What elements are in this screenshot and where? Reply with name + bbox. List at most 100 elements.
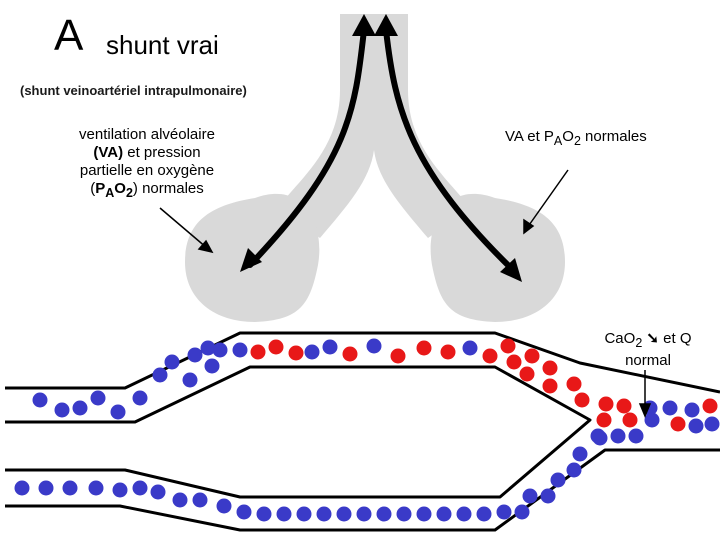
pointer-cao2-head [638,403,652,418]
bronchus-trunk [278,14,470,238]
figure-title: shunt vrai [106,30,219,60]
deoxygenated-blue-cell [572,446,588,462]
pao2-o: O [114,180,126,197]
deoxygenated-blue-cell [164,354,180,370]
deoxygenated-blue-cell [590,428,606,444]
deoxygenated-blue-cell [187,347,203,363]
oxygenated-red-cell [268,339,284,355]
deoxygenated-blue-cell [610,428,626,444]
deoxygenated-blue-cell [316,506,332,522]
deoxygenated-blue-cell [296,506,312,522]
deoxygenated-blue-cell [476,506,492,522]
deoxygenated-blue-cell [376,506,392,522]
annotation-ventilation-line2: et pression [123,144,201,161]
oxygenated-red-cell [670,416,686,432]
airflow-arrow-left [247,27,367,268]
airway [185,14,565,322]
oxygenated-red-cell [440,344,456,360]
oxygenated-red-cell [390,348,406,364]
blood-cells [14,338,720,522]
deoxygenated-blue-cell [212,342,228,358]
deoxygenated-blue-cell [684,402,700,418]
deoxygenated-blue-cell [62,480,78,496]
deoxygenated-blue-cell [336,506,352,522]
arrowhead-down-right [500,258,522,282]
airflow-arrow-right [383,27,518,275]
deoxygenated-blue-cell [322,339,338,355]
deoxygenated-blue-cell [132,390,148,406]
pointer-lines [159,169,652,418]
deoxygenated-blue-cell [182,372,198,388]
oxygenated-red-cell [616,398,632,414]
oxygenated-red-cell [702,398,718,414]
deoxygenated-blue-cell [436,506,452,522]
arrowhead-down-left [240,248,262,272]
annotation-cao2: CaO2 ➘ et Q normal [596,330,700,370]
deoxygenated-blue-cell [112,482,128,498]
deoxygenated-blue-cell [152,367,168,383]
figure-letter: A [54,11,84,60]
oxygenated-red-cell [506,354,522,370]
annotation-va-abbrev: (VA) [93,144,124,161]
oxygenated-red-cell [622,412,638,428]
oxygenated-red-cell [524,348,540,364]
oxygenated-red-cell [500,338,516,354]
annotation-ventilation-line1: ventilation alvéolaire [79,126,215,143]
deoxygenated-blue-cell [204,358,220,374]
oxygenated-red-cell [250,344,266,360]
figure-subtitle: (shunt veinoartériel intrapulmonaire) [20,83,247,98]
deoxygenated-blue-cell [200,340,216,356]
deoxygenated-blue-cell [704,416,720,432]
deoxygenated-blue-cell [132,480,148,496]
cao2-line2: normal [625,352,671,369]
deoxygenated-blue-cell [276,506,292,522]
cao2-text: CaO [604,330,636,347]
deoxygenated-blue-cell [688,418,704,434]
oxygenated-red-cell [288,345,304,361]
cao2-arrow-icon: ➘ [642,330,664,347]
oxygenated-red-cell [519,366,535,382]
deoxygenated-blue-cell [256,506,272,522]
deoxygenated-blue-cell [550,472,566,488]
annotation-ventilation: ventilation alvéolaire (VA) et pression … [62,126,232,202]
right-o: O [562,128,574,145]
deoxygenated-blue-cell [150,484,166,500]
deoxygenated-blue-cell [236,504,252,520]
annotation-ventilation-line3: partielle en oxygène [79,162,215,179]
right-va-text: VA et P [505,128,554,145]
deoxygenated-blue-cell [456,506,472,522]
upper-vessel-outer-wall [5,331,720,394]
oxygenated-red-cell [566,376,582,392]
right-end: normales [580,128,647,145]
pao2-p: P [95,180,106,197]
deoxygenated-blue-cell [38,480,54,496]
pointer-left-line [159,207,208,249]
pointer-right-line [526,169,569,229]
oxygenated-red-cell [342,346,358,362]
pointer-right-head [523,218,535,235]
right-2-sub: 2 [573,134,581,148]
deoxygenated-blue-cell [356,506,372,522]
cao2-rest: et Q [663,330,692,347]
oxygenated-red-cell [598,396,614,412]
deoxygenated-blue-cell [32,392,48,408]
deoxygenated-blue-cell [216,498,232,514]
deoxygenated-blue-cell [628,428,644,444]
lower-vessel-bottom-wall [5,448,720,532]
deoxygenated-blue-cell [232,342,248,358]
deoxygenated-blue-cell [540,488,556,504]
oxygenated-red-cell [416,340,432,356]
deoxygenated-blue-cell [172,492,188,508]
oxygenated-red-cell [542,378,558,394]
deoxygenated-blue-cell [304,344,320,360]
annotation-ventilation-end: normales [137,180,204,197]
deoxygenated-blue-cell [110,404,126,420]
deoxygenated-blue-cell [514,504,530,520]
blood-vessels [5,331,720,532]
upper-vessel-inner-wall [5,365,592,499]
deoxygenated-blue-cell [54,402,70,418]
arrowhead-up-left [352,14,376,36]
oxygenated-red-cell [482,348,498,364]
